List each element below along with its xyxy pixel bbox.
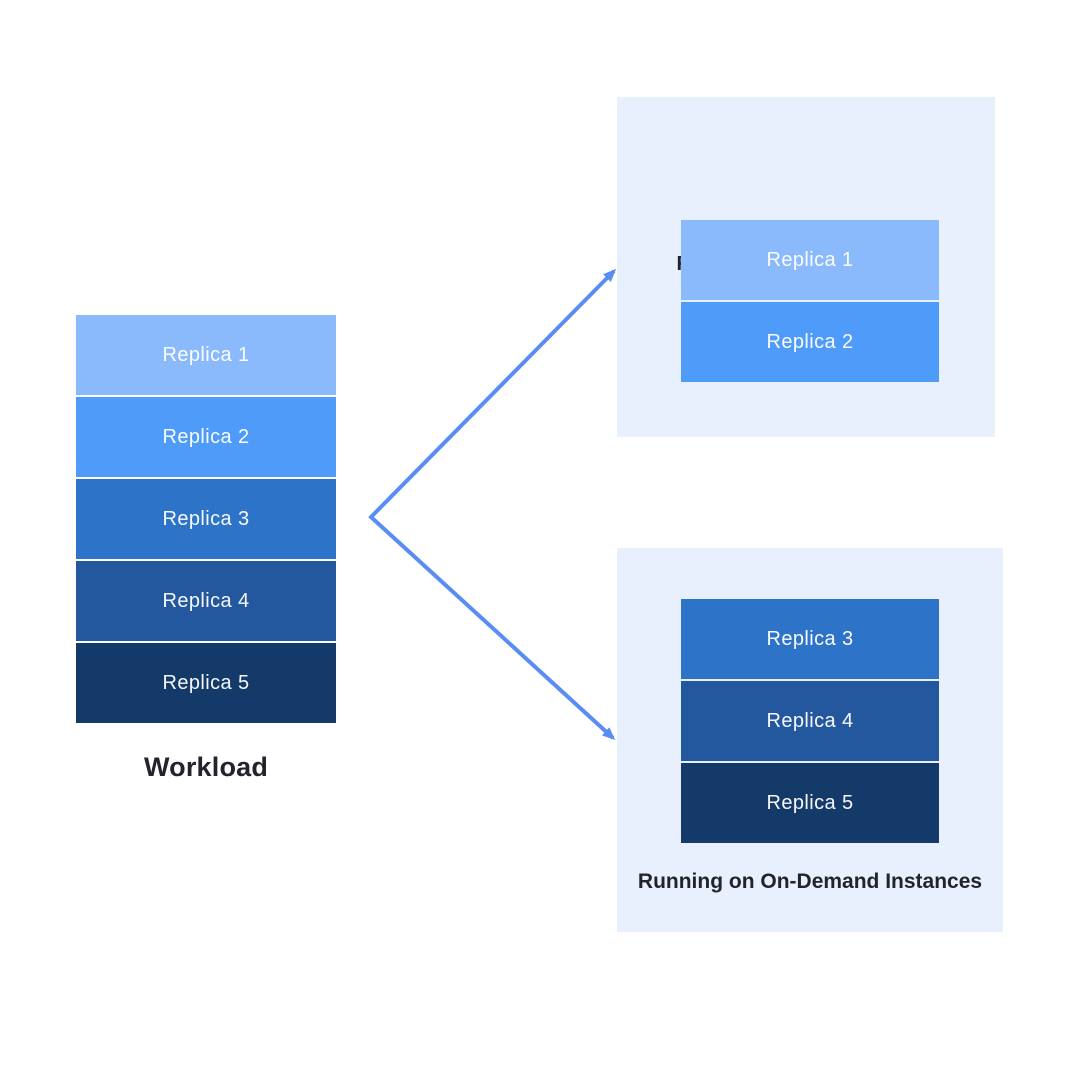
replica-label: Replica 3: [162, 507, 250, 530]
replica-label: Replica 3: [766, 627, 854, 650]
ondemand-panel-title: Running on On-Demand Instances: [637, 870, 983, 893]
replica-label: Replica 5: [162, 671, 250, 694]
spot-replica-2-bar: Replica 2: [681, 302, 939, 382]
spot-replica-1-bar: Replica 1: [681, 220, 939, 300]
replica-label: Replica 4: [766, 709, 854, 732]
replica-label: Replica 5: [766, 791, 854, 814]
workload-stack: Replica 1 Replica 2 Replica 3 Replica 4 …: [76, 315, 336, 723]
workload-replica-2-bar: Replica 2: [76, 397, 336, 477]
workload-replica-1-bar: Replica 1: [76, 315, 336, 395]
workload-replica-3-bar: Replica 3: [76, 479, 336, 559]
replica-label: Replica 2: [766, 330, 854, 353]
workload-title: Workload: [143, 752, 269, 782]
ondemand-replica-5-bar: Replica 5: [681, 763, 939, 843]
spot-replica-group: Replica 1 Replica 2: [681, 220, 939, 382]
replica-label: Replica 1: [766, 248, 854, 271]
ondemand-instances-panel: Replica 3 Replica 4 Replica 5 Running on…: [617, 548, 1003, 932]
replica-label: Replica 2: [162, 425, 250, 448]
workload-replica-4-bar: Replica 4: [76, 561, 336, 641]
replica-label: Replica 4: [162, 589, 250, 612]
replica-label: Replica 1: [162, 343, 250, 366]
ondemand-replica-4-bar: Replica 4: [681, 681, 939, 761]
ondemand-replica-3-bar: Replica 3: [681, 599, 939, 679]
workload-replica-5-bar: Replica 5: [76, 643, 336, 723]
ondemand-replica-group: Replica 3 Replica 4 Replica 5: [681, 599, 939, 843]
spot-instances-panel: Running on Spot Instances Replica 1 Repl…: [617, 97, 995, 437]
arrow-up-right-icon: [368, 268, 617, 741]
